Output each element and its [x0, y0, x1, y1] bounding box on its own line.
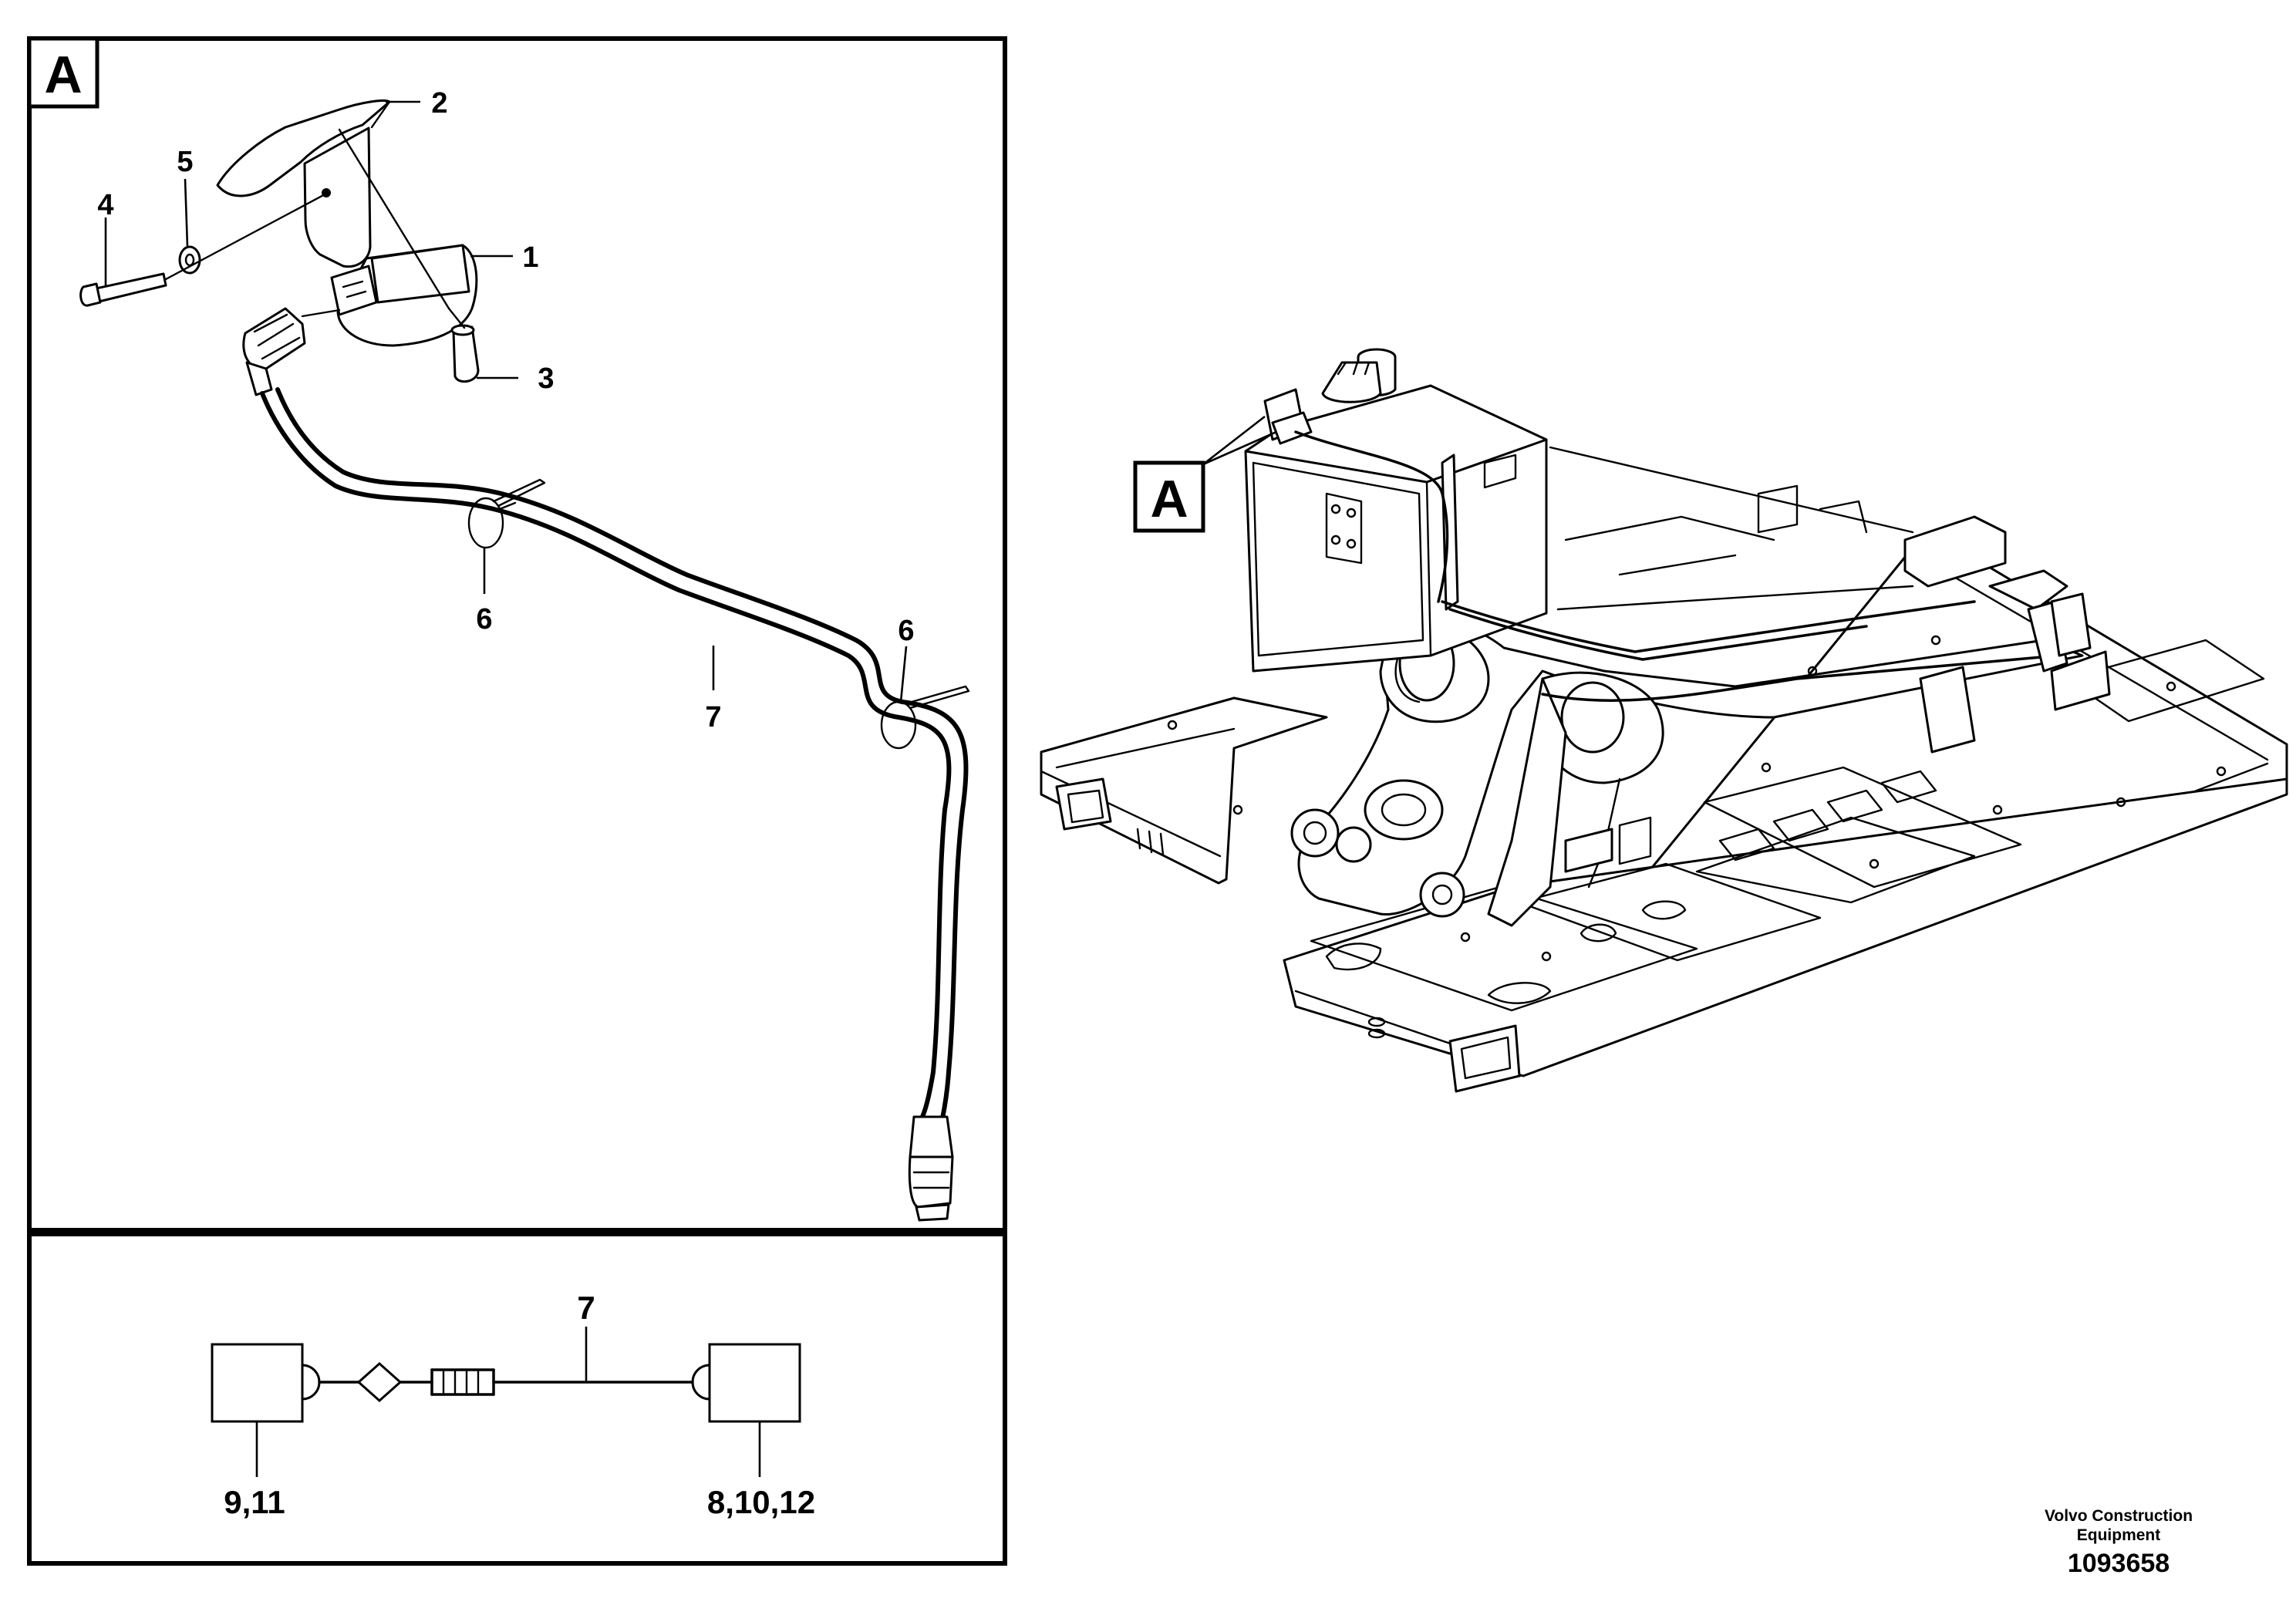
bracket-part: [216, 99, 391, 268]
right-unit-plug: [691, 1364, 710, 1401]
callout-5: 5: [177, 146, 193, 178]
overview-leader: [1202, 415, 1277, 466]
camera-part: [330, 244, 478, 347]
right-unit-box: [708, 1343, 801, 1423]
frame-bolts: [1167, 635, 2227, 962]
schematic-left-label: 9,11: [224, 1484, 285, 1520]
bolt-part: [79, 272, 167, 307]
diamond-connector: [356, 1361, 403, 1403]
washer-part: [178, 245, 201, 275]
screw-axis-line: [338, 128, 466, 329]
drawing-number: 1093658: [2067, 1549, 2170, 1578]
callout-6a: 6: [476, 603, 492, 636]
cable-tie-part-1: [467, 478, 546, 549]
detail-section-badge: [27, 36, 99, 109]
callout-6b: 6: [898, 615, 914, 647]
screw-part: [450, 324, 480, 383]
detail-panel-frame: [27, 36, 1007, 1233]
callout-2: 2: [431, 87, 447, 120]
bolt-axis-line: [164, 191, 329, 281]
machine-frame-drawing: [1040, 348, 2288, 1093]
detail-section-label: A: [44, 46, 82, 104]
schematic-wire-label: 7: [577, 1290, 595, 1326]
overview-section-label: A: [1150, 470, 1188, 528]
callout-4: 4: [97, 189, 113, 221]
schematic-diagram: [211, 1327, 801, 1477]
leader-5: [184, 178, 189, 248]
left-unit-box: [211, 1343, 304, 1423]
schematic-panel-frame: [27, 1232, 1007, 1566]
callout-7: 7: [705, 701, 721, 733]
leader-6b: [899, 646, 908, 703]
cable-tie-part-2: [880, 685, 970, 750]
harness-symbol: [430, 1368, 495, 1396]
overview-section-badge: [1133, 460, 1205, 533]
callout-1: 1: [522, 241, 538, 274]
left-unit-socket: [302, 1364, 321, 1401]
company-credit: Volvo Construction Equipment: [2044, 1507, 2193, 1544]
schematic-right-label: 8,10,12: [707, 1484, 815, 1520]
harness-part: [242, 307, 969, 1222]
callout-3: 3: [538, 363, 554, 395]
connector-axis-line: [301, 309, 341, 318]
